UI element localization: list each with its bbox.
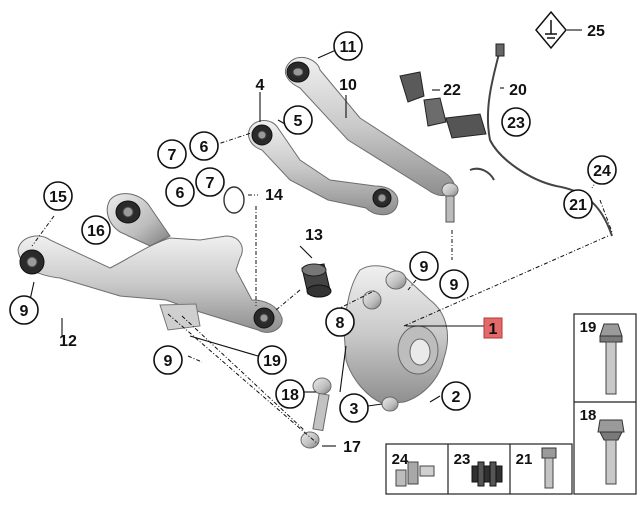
bolt-21-icon [541,447,557,489]
o-ring-14 [223,186,245,214]
callout-6b: 6 [165,177,195,207]
svg-text:9: 9 [164,353,173,370]
svg-text:4: 4 [256,77,265,94]
svg-text:18: 18 [281,387,299,404]
callout-7b: 7 [195,167,225,197]
camber-arm-4 [248,120,399,216]
callout-7a: 7 [157,139,187,169]
callout-9b: 9 [409,251,439,281]
clip-24-icon [395,461,435,487]
lower-control-arm-12 [17,193,283,333]
ground-plug-icon [535,10,567,50]
svg-text:22: 22 [443,82,461,99]
svg-text:17: 17 [343,439,361,456]
svg-text:12: 12 [59,333,77,350]
svg-text:10: 10 [339,77,357,94]
callout-8: 8 [325,307,355,337]
svg-text:11: 11 [340,39,357,56]
callout-16: 16 [81,215,111,245]
svg-text:2: 2 [452,389,461,406]
callout-10: 10 [339,77,357,94]
svg-text:21: 21 [569,197,587,214]
svg-text:24: 24 [593,163,611,180]
rubber-bushing-13 [301,263,332,298]
svg-text:15: 15 [49,189,67,206]
callout-6a: 6 [189,131,219,161]
svg-text:23: 23 [507,115,525,132]
svg-text:16: 16 [87,223,105,240]
callout-19a: 19 [257,345,287,375]
clip-23-icon [471,461,503,487]
callout-22: 22 [443,82,461,99]
svg-text:6: 6 [176,185,185,202]
bolt-18-icon [597,419,625,485]
bracket-22 [399,71,487,139]
callout-24: 24 [587,155,617,185]
svg-text:25: 25 [587,23,605,40]
callout-3: 3 [339,393,369,423]
svg-text:13: 13 [305,227,323,244]
svg-text:24: 24 [392,451,409,468]
bolt-19-icon [599,323,623,395]
callout-11: 11 [333,31,363,61]
svg-text:5: 5 [294,113,303,130]
svg-text:20: 20 [509,82,527,99]
svg-text:19: 19 [263,353,281,370]
svg-text:1: 1 [489,321,498,338]
callout-1-highlight: 1 [483,317,503,339]
upper-control-arm-10 [284,57,459,223]
callout-2: 2 [441,381,471,411]
svg-text:23: 23 [454,451,471,468]
callout-9a: 9 [9,295,39,325]
callout-15: 15 [43,181,73,211]
wheel-carrier-1 [343,265,448,412]
svg-text:9: 9 [450,277,459,294]
svg-text:9: 9 [420,259,429,276]
callout-9d: 9 [153,345,183,375]
parts-box-bottom: 24 23 21 [385,443,573,495]
callout-18a: 18 [275,379,305,409]
svg-text:8: 8 [336,315,345,332]
callout-21: 21 [563,189,593,219]
callout-9c: 9 [439,269,469,299]
svg-text:19: 19 [580,319,597,336]
parts-box-right: 19 18 [573,313,637,495]
svg-text:18: 18 [580,407,597,424]
svg-text:9: 9 [20,303,29,320]
svg-text:3: 3 [350,401,359,418]
callout-25: 25 [587,23,605,40]
callout-14: 14 [265,187,283,204]
callout-20: 20 [509,82,527,99]
callout-23: 23 [501,107,531,137]
callout-17: 17 [343,439,361,456]
callout-13: 13 [305,227,323,244]
callout-5: 5 [283,105,313,135]
svg-text:7: 7 [206,175,215,192]
toe-link-17 [300,377,332,449]
svg-text:14: 14 [265,187,283,204]
leader-lines [29,29,613,447]
svg-text:21: 21 [516,451,533,468]
svg-text:7: 7 [168,147,177,164]
callout-12: 12 [59,333,77,350]
svg-text:6: 6 [200,139,209,156]
callout-4: 4 [256,77,265,94]
